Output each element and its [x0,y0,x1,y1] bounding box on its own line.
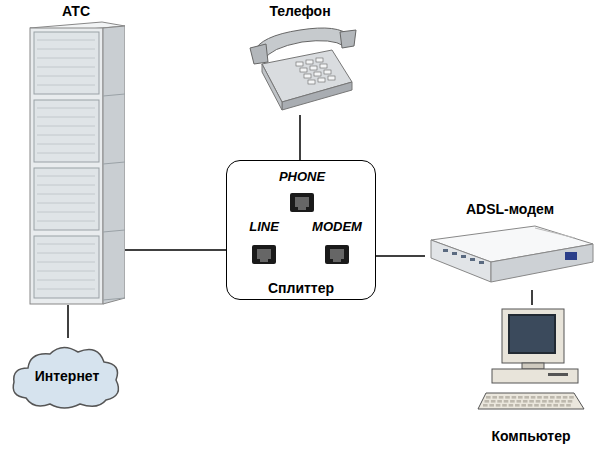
splitter-box: Сплиттер PHONE LINE MODEM [226,160,376,300]
node-label: PHONE [279,169,325,184]
text-wrap: Интернет [8,367,126,385]
node-label: Сплиттер [268,280,334,296]
cable-line [67,305,69,338]
splitter-port: PHONE [271,167,333,215]
cable-line [531,290,533,305]
splitter-port: MODEM [305,217,369,267]
node-label: Компьютер [491,428,570,444]
node-label: MODEM [312,219,362,234]
node-label: Интернет [35,368,100,384]
device-node: АТС [27,2,125,305]
device-node: Телефон [240,2,360,115]
device-node: ADSL-модем [425,200,595,290]
node-label: АТС [62,3,90,19]
text-wrap: MODEM [305,217,369,235]
cable-line [369,255,425,257]
node-label: LINE [249,219,279,234]
device-node: Интернет [8,338,126,414]
splitter-port: LINE [233,217,295,267]
text-wrap: ADSL-модем [425,200,595,218]
text-wrap: PHONE [271,167,333,185]
node-label: Телефон [269,3,330,19]
cable-line [125,249,233,251]
text-wrap: Компьютер [470,427,592,445]
text-wrap: АТС [27,2,125,20]
text-wrap: LINE [233,217,295,235]
device-node: Компьютер [470,305,592,447]
text-wrap: Телефон [240,2,360,20]
text-wrap: Сплиттер [227,279,375,297]
node-label: ADSL-модем [466,201,554,217]
